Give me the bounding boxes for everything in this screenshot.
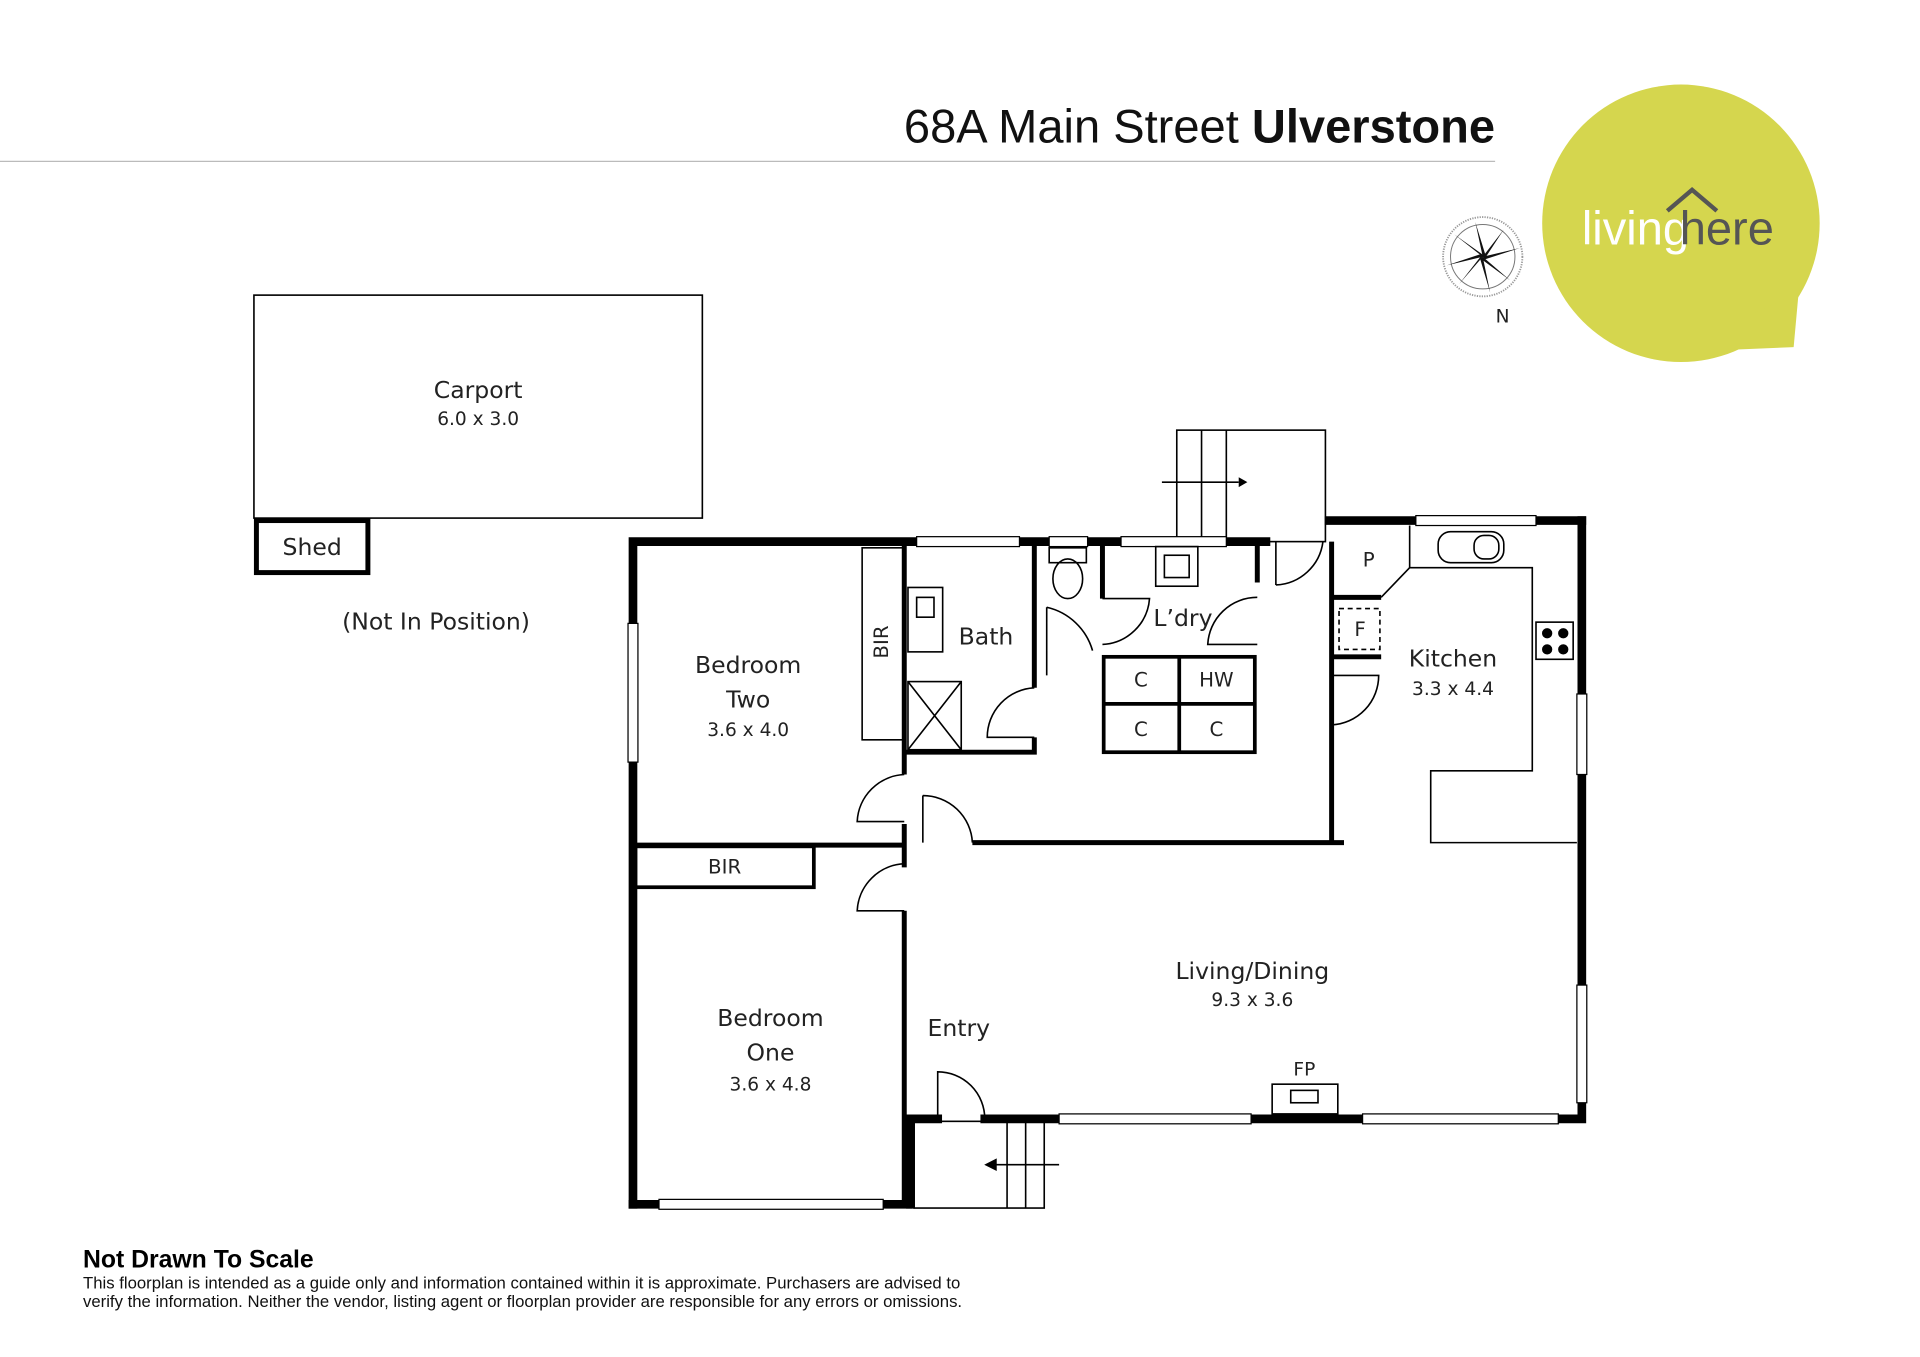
- cupboard-label: C: [1134, 669, 1148, 692]
- front-stairs: [913, 1120, 1060, 1209]
- page-title: 68A Main Street Ulverstone: [904, 100, 1495, 153]
- windows: [627, 514, 1588, 1210]
- shed-label: Shed: [283, 533, 342, 561]
- kitchen-label: Kitchen: [1409, 645, 1497, 673]
- disclaimer-heading: Not Drawn To Scale: [83, 1247, 314, 1274]
- pantry-label: P: [1363, 548, 1375, 571]
- bedroom-two-dims: 3.6 x 4.0: [707, 720, 789, 741]
- livinghere-logo: living here: [1542, 84, 1820, 363]
- not-in-position-note: (Not In Position): [342, 608, 530, 636]
- laundry-label: L’dry: [1153, 604, 1212, 632]
- bir-one-label: BIR: [708, 856, 741, 879]
- living-dining-dims: 9.3 x 3.6: [1211, 990, 1293, 1011]
- disclaimer-line-2: verify the information. Neither the vend…: [83, 1292, 962, 1311]
- fridge-label: F: [1354, 618, 1365, 641]
- cupboard-label: C: [1134, 718, 1148, 741]
- doors: [856, 541, 1380, 1119]
- carport-dims: 6.0 x 3.0: [437, 409, 519, 430]
- shed: [253, 518, 371, 576]
- carport-label: Carport: [434, 376, 523, 404]
- hot-water-label: HW: [1199, 669, 1233, 692]
- entry-label: Entry: [927, 1014, 990, 1042]
- bir-two-label: BIR: [870, 625, 893, 658]
- carport: [253, 294, 704, 519]
- rear-stairs: [1161, 429, 1327, 543]
- living-dining-label: Living/Dining: [1175, 957, 1329, 985]
- svg-text:living: living: [1582, 201, 1689, 254]
- disclaimer-line-1: This floorplan is intended as a guide on…: [83, 1274, 960, 1293]
- bedroom-one-label-line2: One: [747, 1039, 795, 1067]
- svg-text:here: here: [1680, 201, 1774, 254]
- bedroom-two-label-line2: Two: [725, 686, 770, 714]
- fireplace-label: FP: [1293, 1060, 1315, 1081]
- fixtures: [633, 525, 1577, 1115]
- bedroom-two-label-line1: Bedroom: [695, 651, 801, 679]
- cupboard-label: C: [1209, 718, 1223, 741]
- bedroom-one-dims: 3.6 x 4.8: [730, 1074, 812, 1095]
- compass-north-label: N: [1496, 306, 1510, 327]
- walls: [628, 516, 1587, 1209]
- kitchen-dims: 3.3 x 4.4: [1412, 679, 1494, 700]
- compass-rose-icon: [1442, 216, 1524, 298]
- bedroom-one-label-line1: Bedroom: [717, 1004, 823, 1032]
- bath-label: Bath: [959, 622, 1014, 650]
